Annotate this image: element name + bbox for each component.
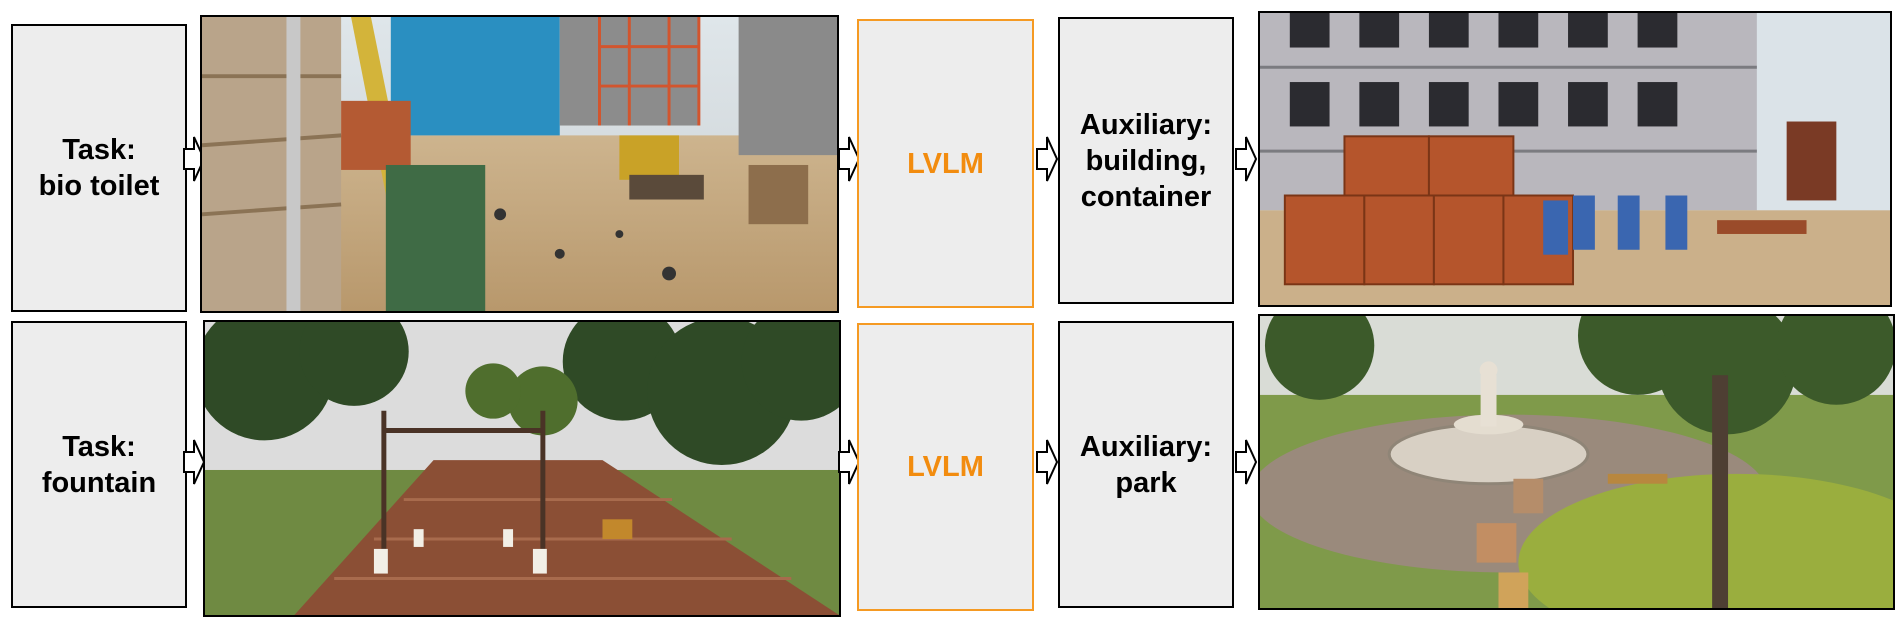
auxiliary-label: Auxiliary: — [1079, 430, 1213, 463]
input-image-construction-site — [200, 15, 839, 313]
task-box-row1: Task: bio toilet — [11, 24, 187, 312]
lvlm-label: LVLM — [907, 451, 984, 483]
lvlm-box-row1: LVLM — [857, 19, 1034, 308]
task-label: Task: — [62, 134, 136, 166]
arrow-icon — [1036, 134, 1058, 184]
arrow-icon — [183, 134, 205, 184]
task-label: Task: — [62, 430, 136, 463]
arrow-icon — [838, 134, 860, 184]
auxiliary-box-row1: Auxiliary: building, container — [1058, 17, 1234, 304]
input-image-park-boardwalk — [203, 320, 841, 617]
auxiliary-label: Auxiliary: — [1079, 108, 1213, 141]
arrow-icon — [1235, 437, 1257, 487]
lvlm-box-row2: LVLM — [857, 323, 1034, 611]
auxiliary-value-line2: container — [1080, 180, 1212, 213]
arrow-icon — [1036, 437, 1058, 487]
auxiliary-value-line1: park — [1115, 466, 1177, 499]
task-value: fountain — [41, 466, 157, 499]
task-value: bio toilet — [38, 170, 160, 202]
task-box-row2: Task: fountain — [11, 321, 187, 608]
arrow-icon — [183, 437, 205, 487]
output-image-containers — [1258, 11, 1892, 307]
arrow-icon — [1235, 134, 1257, 184]
auxiliary-box-row2: Auxiliary: park — [1058, 321, 1234, 608]
arrow-icon — [838, 437, 860, 487]
auxiliary-value-line1: building, — [1085, 144, 1207, 177]
output-image-park-fountain — [1258, 314, 1895, 610]
lvlm-label: LVLM — [907, 147, 984, 180]
